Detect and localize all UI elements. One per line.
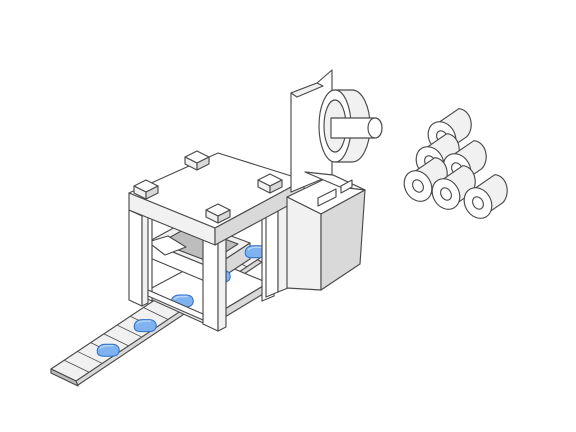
stamped-part (133, 319, 157, 333)
conveyor-slat (103, 333, 129, 347)
conveyor-slat (116, 324, 142, 338)
material-roll (463, 174, 508, 219)
press-frame (128, 195, 289, 332)
conveyor-slat (77, 351, 103, 364)
corner-block (205, 203, 231, 224)
vent-slot (317, 188, 337, 207)
material-roll-stack (403, 108, 508, 219)
material-roll (403, 157, 448, 202)
corner-block (257, 173, 283, 194)
vent-slot (340, 179, 353, 194)
material-roll (431, 165, 476, 210)
press-top-plate (128, 152, 305, 246)
stamped-part (96, 343, 120, 357)
drive-housing (286, 69, 366, 291)
corner-block (184, 150, 210, 171)
flywheel-drum (318, 89, 383, 163)
conveyor-slat (143, 307, 169, 320)
corner-block (133, 179, 159, 200)
top-corner-blocks (133, 150, 283, 224)
conveyor-slat (64, 359, 90, 373)
